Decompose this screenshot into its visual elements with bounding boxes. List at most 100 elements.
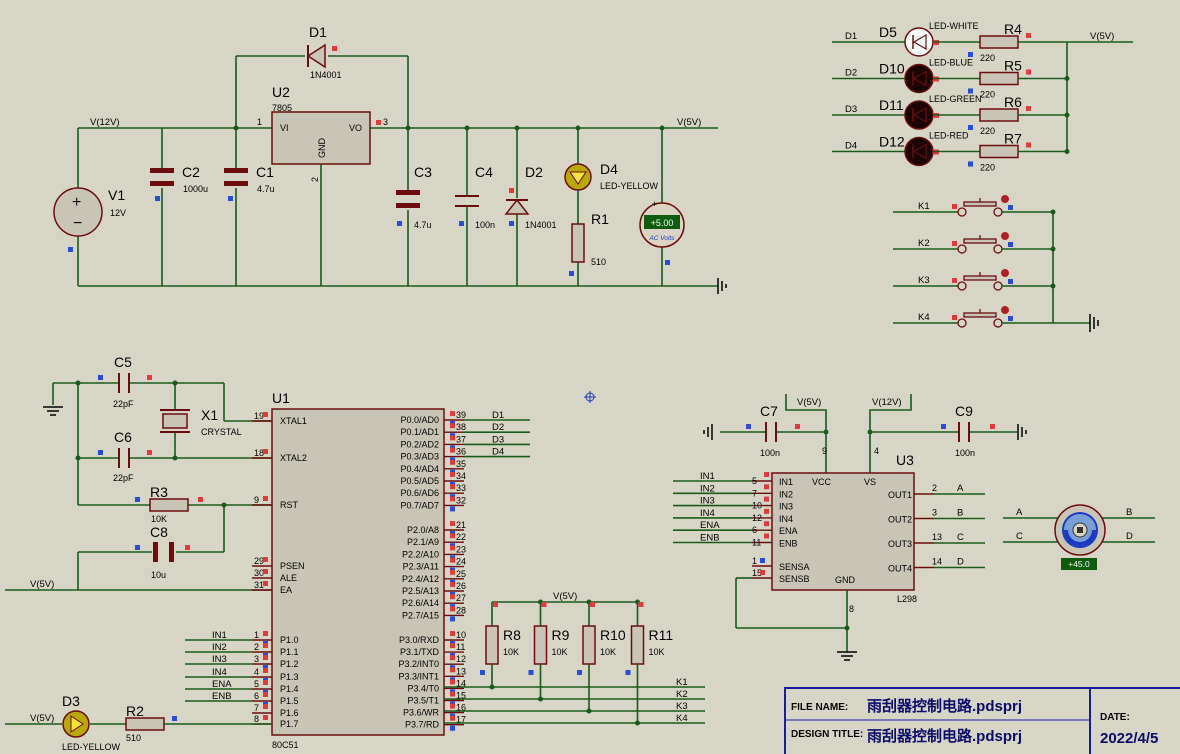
c9-capacitor[interactable]: [958, 422, 970, 442]
led-bank-v5-label: V(5V): [1090, 31, 1114, 42]
c9-value: 100n: [955, 448, 975, 458]
mcu-pin-name: P3.0/RXD: [399, 635, 440, 645]
pullup-resistor[interactable]: [582, 625, 596, 665]
push-button-k1[interactable]: [957, 195, 1009, 217]
v1-battery-source[interactable]: + −: [53, 187, 103, 237]
mcu-pin-name: P0.4/AD4: [400, 464, 439, 474]
led-resistor[interactable]: [979, 108, 1019, 122]
l298-pin-name: OUT2: [888, 515, 912, 525]
mcu-pin-num: 10: [456, 630, 466, 640]
pullup-ref: R8: [503, 627, 521, 643]
l298-input-net-label: IN4: [700, 508, 715, 519]
led-led-white[interactable]: [904, 27, 934, 57]
led-resistor-value: 220: [980, 126, 995, 136]
l298-pin-num: 5: [752, 476, 757, 486]
mcu-pin-num: 14: [456, 678, 466, 688]
oscillator-reset-section: C5 22pF X1 CRYSTAL C6 22pF: [5, 354, 272, 591]
pullup-resistor[interactable]: [485, 625, 499, 665]
u2-pin-gnd: GND: [317, 138, 327, 159]
c7-capacitor[interactable]: [765, 422, 777, 442]
r3-resistor[interactable]: [149, 498, 189, 512]
c2-capacitor[interactable]: [150, 168, 174, 186]
mcu-pin-name: XTAL2: [280, 453, 307, 463]
c1-capacitor[interactable]: [224, 168, 248, 186]
c1-value: 4.7u: [257, 184, 275, 194]
u3-body[interactable]: [771, 472, 915, 591]
c4-value: 100n: [475, 220, 495, 230]
l298-pin-num: 13: [932, 532, 942, 542]
mcu-pin-name: RST: [280, 500, 299, 510]
led-led-blue[interactable]: [904, 63, 934, 94]
c5-capacitor[interactable]: [118, 373, 130, 393]
design-title-value: 雨刮器控制电路.pdsprj: [867, 727, 1022, 745]
ground-symbol-keys: [1089, 314, 1099, 332]
led-ref: D10: [879, 61, 905, 77]
u1-body[interactable]: [271, 408, 445, 736]
mcu-pin-num: 2: [254, 642, 259, 652]
mcu-pin-num: 9: [254, 495, 259, 505]
push-button-k2[interactable]: [957, 232, 1009, 254]
r2-resistor[interactable]: [125, 717, 165, 731]
ground-symbol-power: [717, 278, 727, 294]
title-block: FILE NAME: 雨刮器控制电路.pdsprj DESIGN TITLE: …: [784, 687, 1180, 754]
led-led-green[interactable]: [904, 100, 934, 130]
date-value: 2022/4/5: [1100, 730, 1158, 747]
mcu-pin-num: 22: [456, 532, 466, 542]
mcu-pin-name: P2.7/A15: [402, 610, 439, 620]
stepper-motor-icon[interactable]: [1054, 504, 1106, 556]
led-resistor[interactable]: [979, 144, 1019, 159]
ac-voltmeter[interactable]: [639, 202, 685, 248]
u2-ref: U2: [272, 84, 290, 100]
push-button-k4[interactable]: [957, 306, 1009, 328]
c4-capacitor[interactable]: [455, 195, 479, 207]
v1-value: 12V: [110, 208, 126, 218]
mcu-pin-name: P0.6/AD6: [400, 488, 439, 498]
mcu-pin-num: 27: [456, 593, 466, 603]
d1-diode[interactable]: [306, 43, 326, 69]
c7-ref: C7: [760, 403, 778, 419]
push-button-k3[interactable]: [957, 269, 1009, 291]
l298-output-net-label: D: [957, 557, 964, 568]
motor-reading: +45.0: [1068, 559, 1090, 569]
mcu-pin-name: P2.6/A14: [402, 598, 439, 608]
ground-symbol-l298: [837, 651, 857, 661]
mcu-pin-num: 33: [456, 483, 466, 493]
d2-diode[interactable]: [504, 198, 530, 215]
pullup-value: 10K: [649, 647, 665, 657]
l298-pin-num: 2: [932, 483, 937, 493]
mcu-pin-name: P0.7/AD7: [400, 500, 439, 510]
r1-resistor[interactable]: [571, 223, 585, 263]
led-led-red[interactable]: [904, 136, 934, 167]
mcu-pin-num: 1: [254, 630, 259, 640]
x1-crystal[interactable]: [160, 409, 190, 433]
pullup-resistor[interactable]: [533, 625, 548, 665]
l298-pin-vs-num: 4: [874, 446, 879, 456]
mcu-pin-num: 35: [456, 459, 466, 469]
l298-pin-name: SENSA: [779, 562, 810, 572]
mcu-left-net-label: IN4: [212, 667, 227, 678]
c5-value: 22pF: [113, 399, 134, 409]
pullup-resistor[interactable]: [630, 625, 645, 665]
r1-value: 510: [591, 257, 606, 267]
motor-d-label: D: [1126, 531, 1133, 542]
l298-pin-name: IN1: [779, 477, 793, 487]
voltmeter-reading: +5.00: [651, 218, 674, 228]
led-resistor[interactable]: [979, 35, 1019, 49]
mcu-pin-num: 31: [254, 580, 264, 590]
c3-value: 4.7u: [414, 220, 432, 230]
svg-text:+: +: [72, 194, 81, 211]
d4-led-yellow[interactable]: [564, 163, 592, 191]
led-resistor-value: 220: [980, 53, 995, 63]
c7-value: 100n: [760, 448, 780, 458]
mcu-pin-name: ALE: [280, 573, 297, 583]
c6-capacitor[interactable]: [118, 448, 130, 468]
d3-led-yellow[interactable]: [62, 710, 90, 738]
mcu-pin-num: 30: [254, 568, 264, 578]
c8-capacitor[interactable]: [153, 542, 174, 562]
led-resistor[interactable]: [979, 71, 1019, 86]
u2-regulator-7805[interactable]: [271, 111, 371, 165]
l298-pin-num: 10: [752, 501, 762, 511]
c3-capacitor[interactable]: [396, 190, 420, 208]
